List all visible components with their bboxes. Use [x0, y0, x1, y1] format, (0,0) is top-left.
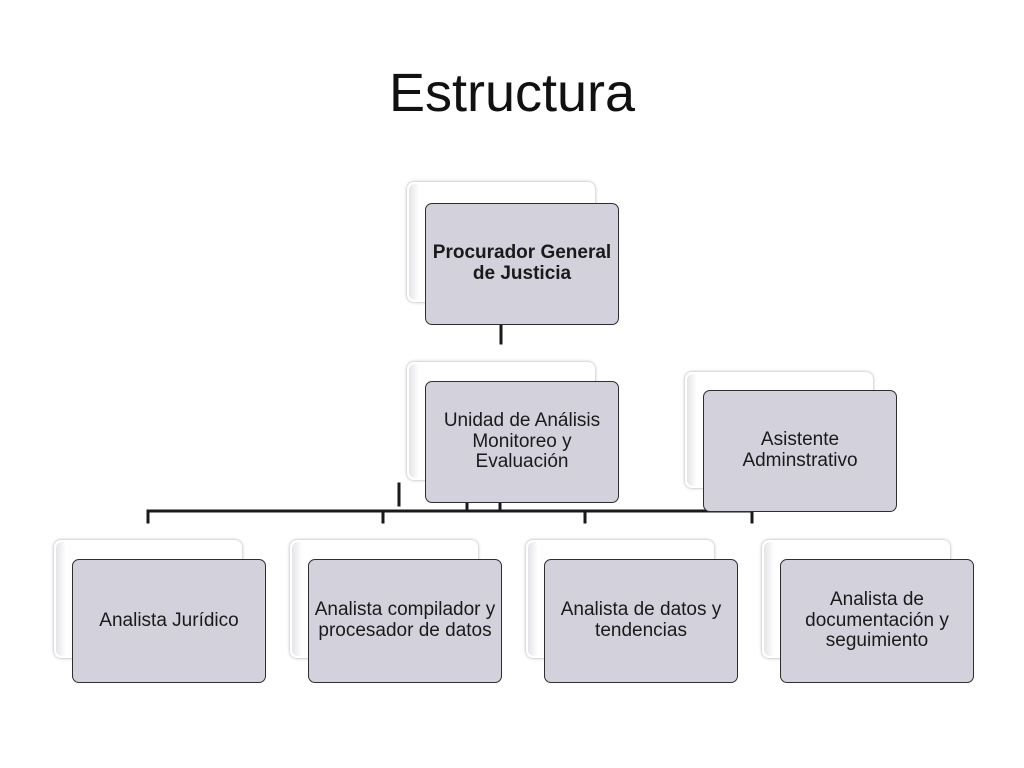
- connector-staff-bar: [146, 501, 469, 524]
- node-juridico: Analista Jurídico: [54, 540, 266, 683]
- page-title: Estructura: [388, 63, 636, 123]
- node-compilador-box: Analista compilador y procesador de dato…: [308, 559, 502, 683]
- node-asistente-box: Asistente Adminstrativo: [703, 390, 897, 512]
- node-documentacion-box: Analista de documentación y seguimiento: [780, 559, 974, 683]
- node-compilador: Analista compilador y procesador de dato…: [290, 540, 502, 683]
- node-unidad: Unidad de Análisis Monitoreo y Evaluació…: [407, 362, 619, 503]
- node-asistente: Asistente Adminstrativo: [685, 372, 897, 512]
- node-tendencias: Analista de datos y tendencias: [526, 540, 738, 683]
- node-procurador: Procurador General de Justicia: [407, 182, 619, 325]
- node-juridico-box: Analista Jurídico: [72, 559, 266, 683]
- node-tendencias-box: Analista de datos y tendencias: [544, 559, 738, 683]
- node-documentacion: Analista de documentación y seguimiento: [762, 540, 974, 683]
- node-unidad-box: Unidad de Análisis Monitoreo y Evaluació…: [425, 381, 619, 503]
- node-procurador-box: Procurador General de Justicia: [425, 203, 619, 325]
